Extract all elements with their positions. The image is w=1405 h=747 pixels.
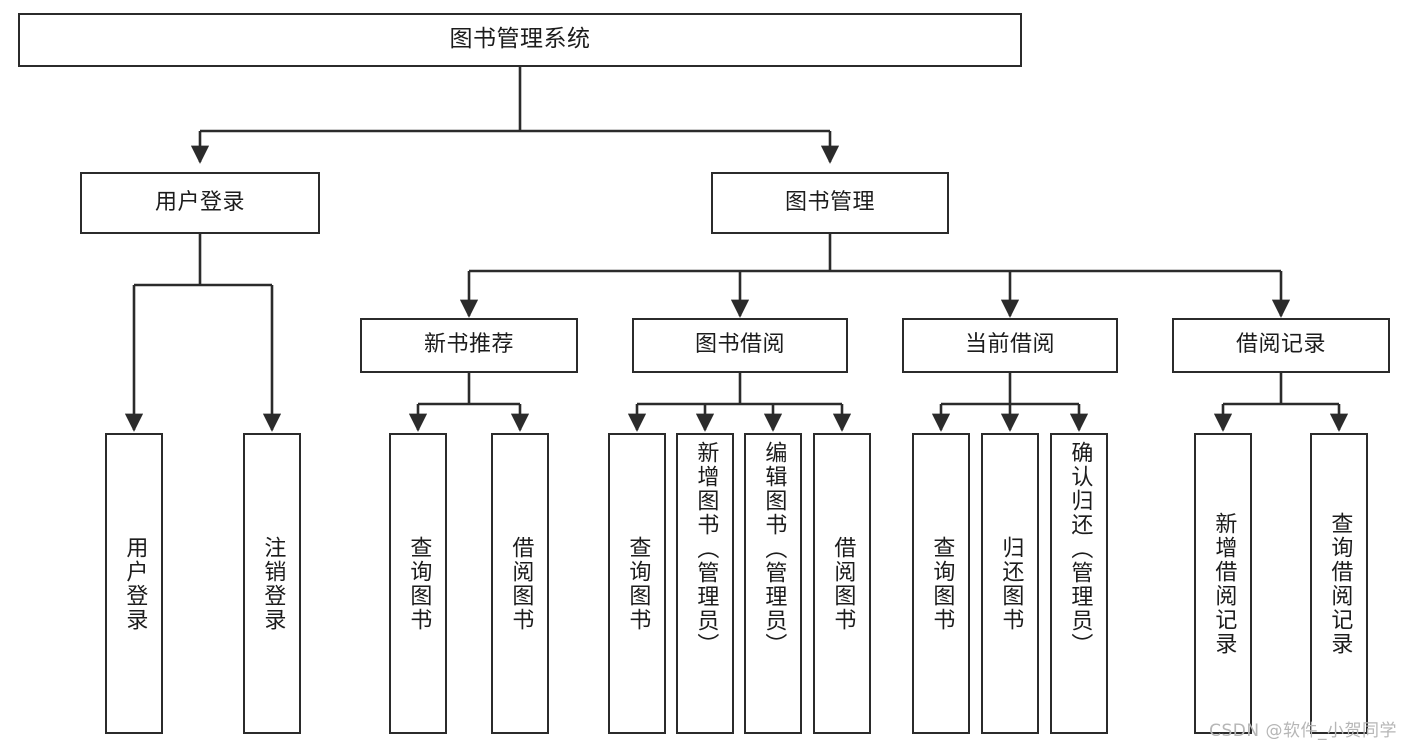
leaf-borrow-book-recommend[interactable]: 借阅图书 <box>491 433 549 734</box>
leaf-query-book-recommend[interactable]: 查询图书 <box>389 433 447 734</box>
node-label: 新增图书（管理员） <box>693 441 719 657</box>
leaf-borrow-book[interactable]: 借阅图书 <box>813 433 871 734</box>
node-label: 查询借阅记录 <box>1327 511 1353 656</box>
node-user-login[interactable]: 用户登录 <box>80 172 320 234</box>
node-label: 用户登录 <box>154 189 245 215</box>
node-label: 归还图书 <box>998 535 1024 632</box>
node-label: 图书管理系统 <box>449 26 591 53</box>
node-label: 借阅记录 <box>1235 332 1326 358</box>
node-label: 新增借阅记录 <box>1211 511 1237 656</box>
node-book-borrow[interactable]: 图书借阅 <box>632 318 848 373</box>
node-label: 确认归还（管理员） <box>1067 441 1093 657</box>
node-book-management[interactable]: 图书管理 <box>711 172 949 234</box>
leaf-query-borrow-record[interactable]: 查询借阅记录 <box>1310 433 1368 734</box>
node-label: 查询图书 <box>929 535 955 632</box>
node-label: 注销登录 <box>260 535 286 632</box>
node-label: 当前借阅 <box>964 332 1055 358</box>
node-label: 用户登录 <box>122 535 148 632</box>
node-label: 编辑图书（管理员） <box>761 441 787 657</box>
node-label: 图书借阅 <box>694 332 785 358</box>
node-label: 借阅图书 <box>508 535 534 632</box>
watermark: CSDN @软件_小贺同学 <box>1209 721 1397 741</box>
leaf-logout[interactable]: 注销登录 <box>243 433 301 734</box>
node-label: 查询图书 <box>625 535 651 632</box>
leaf-add-borrow-record[interactable]: 新增借阅记录 <box>1194 433 1252 734</box>
node-label: 图书管理 <box>784 189 875 215</box>
node-root-system[interactable]: 图书管理系统 <box>18 13 1022 67</box>
node-current-borrow[interactable]: 当前借阅 <box>902 318 1118 373</box>
node-label: 新书推荐 <box>423 332 514 358</box>
leaf-add-book-admin[interactable]: 新增图书（管理员） <box>676 433 734 734</box>
node-label: 查询图书 <box>406 535 432 632</box>
leaf-user-login[interactable]: 用户登录 <box>105 433 163 734</box>
node-borrow-record[interactable]: 借阅记录 <box>1172 318 1390 373</box>
leaf-edit-book-admin[interactable]: 编辑图书（管理员） <box>744 433 802 734</box>
leaf-query-book-current[interactable]: 查询图书 <box>912 433 970 734</box>
leaf-query-book-borrow[interactable]: 查询图书 <box>608 433 666 734</box>
leaf-return-book[interactable]: 归还图书 <box>981 433 1039 734</box>
node-label: 借阅图书 <box>830 535 856 632</box>
leaf-confirm-return-admin[interactable]: 确认归还（管理员） <box>1050 433 1108 734</box>
node-new-book-recommend[interactable]: 新书推荐 <box>360 318 578 373</box>
